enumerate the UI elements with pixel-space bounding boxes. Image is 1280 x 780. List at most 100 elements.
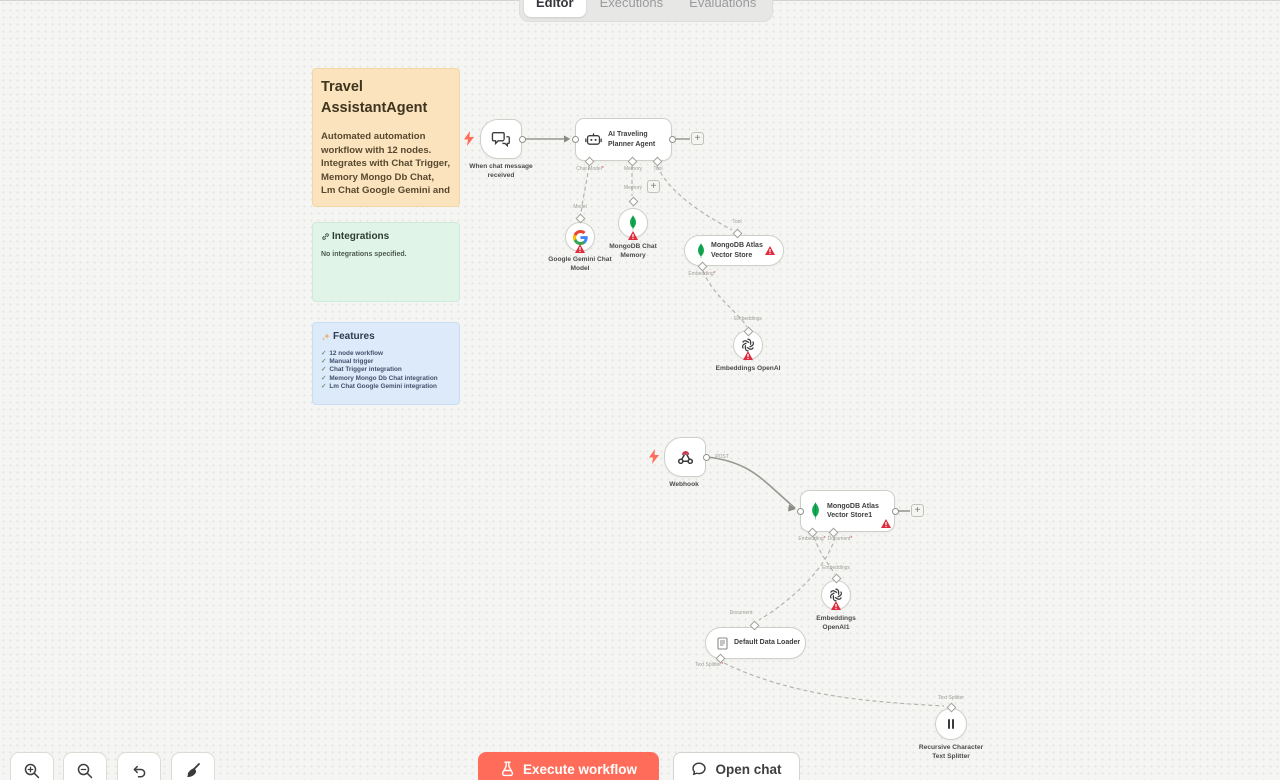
openai-icon <box>830 588 842 602</box>
mongodb-leaf-icon <box>812 502 819 520</box>
port-label: Memory <box>623 185 643 191</box>
warning-icon <box>831 601 841 610</box>
port-label: Tool <box>732 219 742 225</box>
node-text-splitter[interactable] <box>935 708 967 740</box>
sticky-title: Integrations <box>332 231 390 242</box>
port-label: Embeddings <box>822 565 850 571</box>
required-marker: * <box>601 166 604 172</box>
undo-icon <box>133 765 146 778</box>
node-vector-store[interactable]: MongoDB Atlas Vector Store <box>684 235 784 266</box>
warning-icon <box>765 246 775 255</box>
warning-icon <box>575 244 585 253</box>
zoom-out-icon <box>77 763 93 779</box>
zoom-in-button[interactable] <box>10 752 54 780</box>
execute-workflow-label: Execute workflow <box>522 761 638 777</box>
sticky-title: Features <box>333 331 375 342</box>
add-node-button[interactable]: + <box>911 504 924 517</box>
required-marker: * <box>823 536 826 542</box>
output-port[interactable] <box>668 135 676 143</box>
tab-evaluations[interactable]: Evaluations <box>689 0 757 10</box>
robot-icon <box>585 133 602 145</box>
check-icon: ✓ <box>321 374 327 382</box>
node-ai-agent[interactable]: AI Traveling Planner Agent <box>575 118 672 161</box>
feature-list: ✓12 node workflow ✓Manual trigger ✓Chat … <box>321 350 451 391</box>
node-label: Webhook <box>669 481 699 488</box>
node-title: MongoDB Atlas Vector Store1 <box>827 502 879 519</box>
check-icon: ✓ <box>321 350 327 357</box>
feature-item: 12 node workflow <box>329 350 383 357</box>
add-node-button[interactable]: + <box>647 180 660 193</box>
port-label: Embeddings <box>734 316 762 322</box>
check-icon: ✓ <box>321 366 327 374</box>
check-icon: ✓ <box>321 358 327 366</box>
node-chat-trigger[interactable] <box>480 119 522 159</box>
port-label: Text Splitter <box>694 662 722 668</box>
node-label: Embeddings OpenAI <box>715 365 781 372</box>
openai-icon <box>742 338 754 352</box>
port-label: Text Splitter <box>937 695 965 701</box>
check-icon: ✓ <box>321 382 327 390</box>
trigger-bolt-icon <box>649 449 659 464</box>
undo-button[interactable] <box>117 752 161 780</box>
port-label: Document <box>827 536 851 542</box>
output-port[interactable] <box>891 507 899 515</box>
split-bars-icon <box>948 719 954 729</box>
tidy-up-button[interactable] <box>171 752 215 780</box>
required-marker: * <box>721 662 724 668</box>
add-node-button[interactable]: + <box>691 132 704 145</box>
mongodb-leaf-icon <box>698 242 704 258</box>
sticky-note-overview[interactable]: Travel AssistantAgent Automated automati… <box>312 68 460 207</box>
chat-bubbles-icon <box>491 132 510 148</box>
open-chat-button[interactable]: Open chat <box>673 752 800 780</box>
node-label: Embeddings OpenAI1 <box>816 615 856 631</box>
output-label: POST <box>715 454 729 460</box>
execute-workflow-button[interactable]: Execute workflow <box>478 752 659 780</box>
required-marker: * <box>850 536 853 542</box>
node-label: Google Gemini Chat Model <box>548 256 612 272</box>
node-title: AI Traveling Planner Agent <box>608 131 656 148</box>
node-label: Recursive Character Text Splitter <box>918 744 984 760</box>
port-label: Document <box>729 610 753 616</box>
warning-icon <box>628 231 638 240</box>
port-label: Embedding <box>688 271 714 277</box>
warning-icon <box>743 351 753 360</box>
port-label: Memory <box>623 166 643 172</box>
feature-item: Manual trigger <box>329 358 374 366</box>
input-port[interactable] <box>571 135 579 143</box>
file-icon <box>717 636 728 650</box>
view-tabs: Editor Executions Evaluations <box>519 0 774 22</box>
sticky-note-integrations[interactable]: Integrations No integrations specified. <box>312 222 460 302</box>
node-mongodb-chat-memory[interactable] <box>618 208 648 238</box>
feature-item: Memory Mongo Db Chat integration <box>329 374 438 382</box>
sparkles-icon <box>322 332 330 340</box>
tab-executions[interactable]: Executions <box>599 0 664 10</box>
open-chat-label: Open chat <box>715 761 782 777</box>
tab-editor[interactable]: Editor <box>524 0 586 17</box>
sticky-note-features[interactable]: Features ✓12 node workflow ✓Manual trigg… <box>312 322 460 405</box>
link-icon <box>322 233 329 240</box>
node-title: MongoDB Atlas Vector Store <box>711 242 763 259</box>
port-label: Chat Model <box>576 166 602 172</box>
feature-item: Lm Chat Google Gemini integration <box>329 382 437 390</box>
port-label: Model <box>573 204 587 210</box>
input-port[interactable] <box>796 507 804 515</box>
zoom-out-button[interactable] <box>63 752 107 780</box>
trigger-bolt-icon <box>464 131 474 146</box>
node-webhook[interactable] <box>664 437 706 477</box>
google-icon <box>572 229 588 245</box>
output-port[interactable] <box>519 135 526 143</box>
mongodb-leaf-icon <box>630 215 636 231</box>
zoom-in-icon <box>24 763 40 779</box>
port-label: Tool <box>653 166 663 172</box>
webhook-icon <box>677 450 693 464</box>
node-vector-store1[interactable]: MongoDB Atlas Vector Store1 <box>800 490 895 532</box>
chat-bubble-icon <box>692 762 707 776</box>
sticky-body: Automated automation workflow with 12 no… <box>321 131 451 197</box>
output-port[interactable] <box>703 453 710 461</box>
feature-item: Chat Trigger integration <box>329 366 402 374</box>
node-label: MongoDB Chat Memory <box>609 243 657 259</box>
sticky-body: No integrations specified. <box>321 251 407 258</box>
warning-icon <box>881 519 891 528</box>
